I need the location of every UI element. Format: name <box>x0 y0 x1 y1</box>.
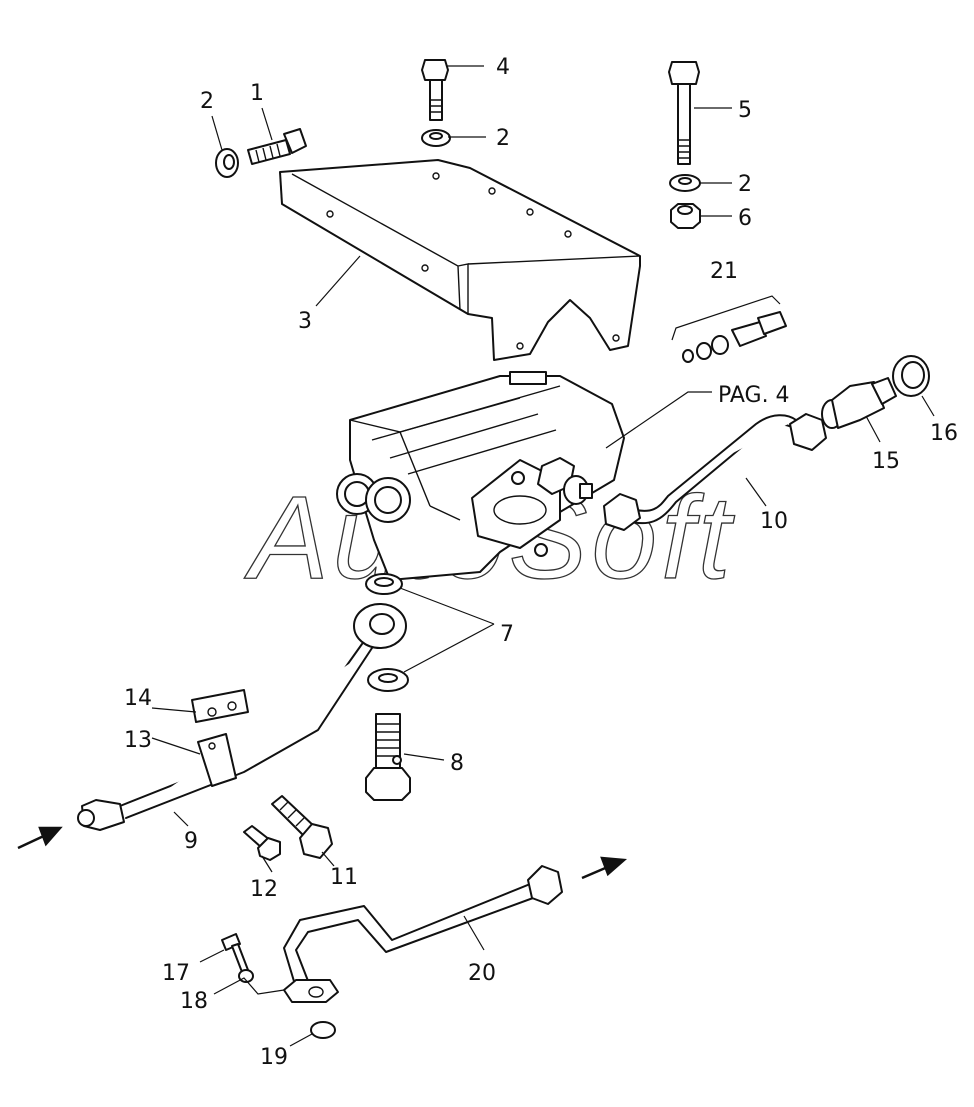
callout-2-mid: 2 <box>496 126 510 151</box>
part-4-bolt <box>421 59 449 121</box>
part-17-screw <box>221 933 249 973</box>
callout-16: 16 <box>930 421 958 446</box>
part-9-pipe <box>77 603 407 831</box>
callout-7: 7 <box>500 622 514 647</box>
callout-2-right: 2 <box>738 172 752 197</box>
part-8-banjo-bolt <box>365 713 411 801</box>
part-15-adapter <box>821 377 897 429</box>
part-1-bolt <box>247 128 307 165</box>
callout-10: 10 <box>760 509 788 534</box>
part-19-o-ring <box>310 1021 336 1039</box>
part-20-pipe <box>283 865 563 1003</box>
callout-5: 5 <box>738 98 752 123</box>
callout-labels: 1 2 4 2 5 2 6 3 21 PAG. 4 16 15 10 7 8 1… <box>124 55 958 1070</box>
part-7-sealing-washers <box>365 573 409 692</box>
callout-6: 6 <box>738 206 752 231</box>
callout-1: 1 <box>250 81 264 106</box>
part-2-washer-left <box>215 148 239 178</box>
part-10-pipe <box>603 413 827 531</box>
part-16-seal-washer <box>892 355 930 397</box>
valve-block <box>336 371 625 581</box>
callout-20: 20 <box>468 961 496 986</box>
part-3-bracket <box>279 159 641 361</box>
callout-15: 15 <box>872 449 900 474</box>
inlet-arrow <box>17 826 63 850</box>
part-12-bolt <box>243 825 281 861</box>
part-5-bolt <box>668 61 700 165</box>
callout-8: 8 <box>450 751 464 776</box>
callout-14: 14 <box>124 686 152 711</box>
reference-pag-4: PAG. 4 <box>718 383 790 408</box>
part-2-washer-right <box>669 174 701 192</box>
callout-9: 9 <box>184 829 198 854</box>
callout-19: 19 <box>260 1045 288 1070</box>
leader-lines <box>151 65 935 1047</box>
part-21-fitting-kit <box>671 295 787 363</box>
callout-12: 12 <box>250 877 278 902</box>
part-13-clamp <box>197 733 237 787</box>
part-6-nut <box>670 203 701 229</box>
callout-13: 13 <box>124 728 152 753</box>
callout-17: 17 <box>162 961 190 986</box>
callout-11: 11 <box>330 865 358 890</box>
callout-3: 3 <box>298 309 312 334</box>
part-14-plate <box>191 689 249 723</box>
callout-21: 21 <box>710 259 738 284</box>
part-11-bolt <box>271 795 333 859</box>
callout-4: 4 <box>496 55 510 80</box>
part-2-washer-mid <box>421 129 451 147</box>
callout-2-left: 2 <box>200 89 214 114</box>
outlet-arrow <box>581 856 628 880</box>
callout-18: 18 <box>180 989 208 1014</box>
